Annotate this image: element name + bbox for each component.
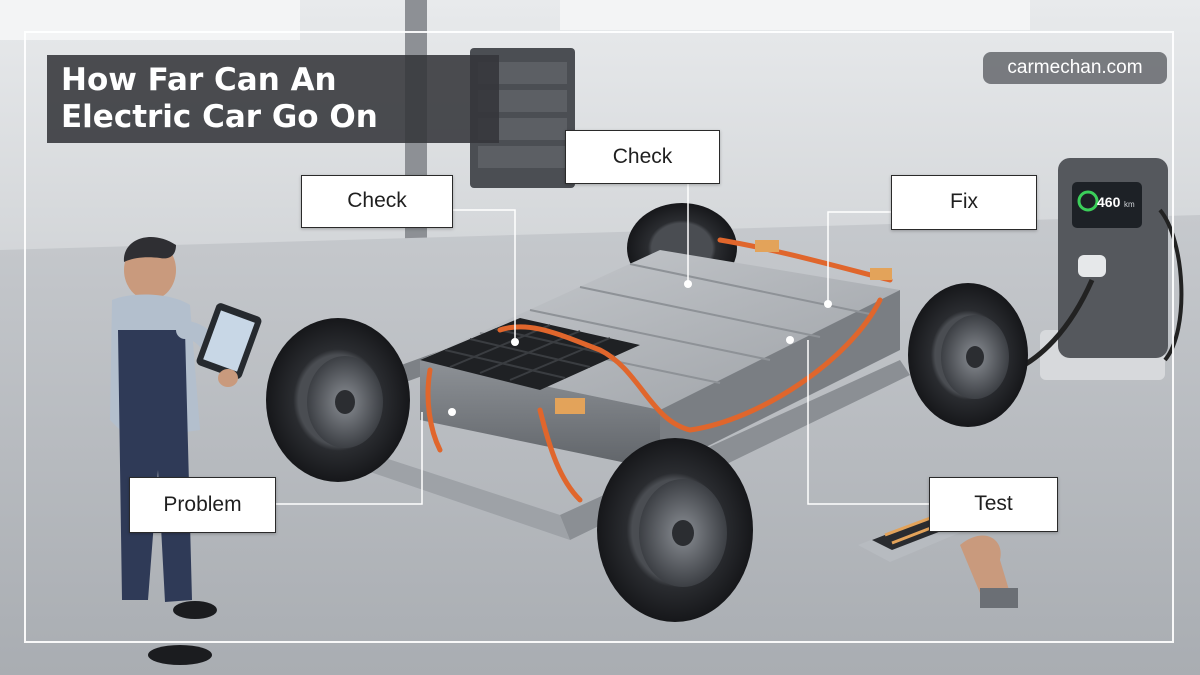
- technician-overalls: [118, 330, 192, 602]
- callout-check-left: Check: [301, 175, 453, 228]
- wheel-front-right: [908, 283, 1028, 427]
- callout-leader-lines: [276, 184, 929, 505]
- leader-fix: [827, 211, 891, 304]
- leader-test: [807, 340, 929, 505]
- window-left: [0, 0, 300, 40]
- leader-check-left: [453, 209, 516, 342]
- charging-station-illustration: 460 km: [1009, 158, 1184, 380]
- title-line-2: Electric Car Go On: [61, 99, 378, 135]
- battery-pack: [420, 237, 900, 503]
- orange-cables: [425, 237, 893, 503]
- leader-problem: [276, 412, 423, 505]
- hand: [960, 535, 1012, 605]
- title-banner: How Far Can An Electric Car Go On: [47, 55, 499, 143]
- charger-display-unit: km: [1124, 200, 1135, 209]
- window-right: [560, 0, 1030, 30]
- title-line-1: How Far Can An: [61, 62, 337, 98]
- charger-plug: [1078, 255, 1106, 277]
- callout-test: Test: [929, 477, 1058, 532]
- callout-fix: Fix: [891, 175, 1037, 230]
- callout-check-center: Check: [565, 130, 720, 184]
- technician-illustration: [110, 236, 262, 665]
- charger-display-value: 460: [1097, 194, 1121, 210]
- callout-problem: Problem: [129, 477, 276, 533]
- callout-anchor-dots: [448, 280, 832, 416]
- brand-watermark: carmechan.com: [983, 52, 1167, 84]
- wheel-rear-left: [266, 318, 410, 482]
- wheel-front-left: [597, 438, 753, 622]
